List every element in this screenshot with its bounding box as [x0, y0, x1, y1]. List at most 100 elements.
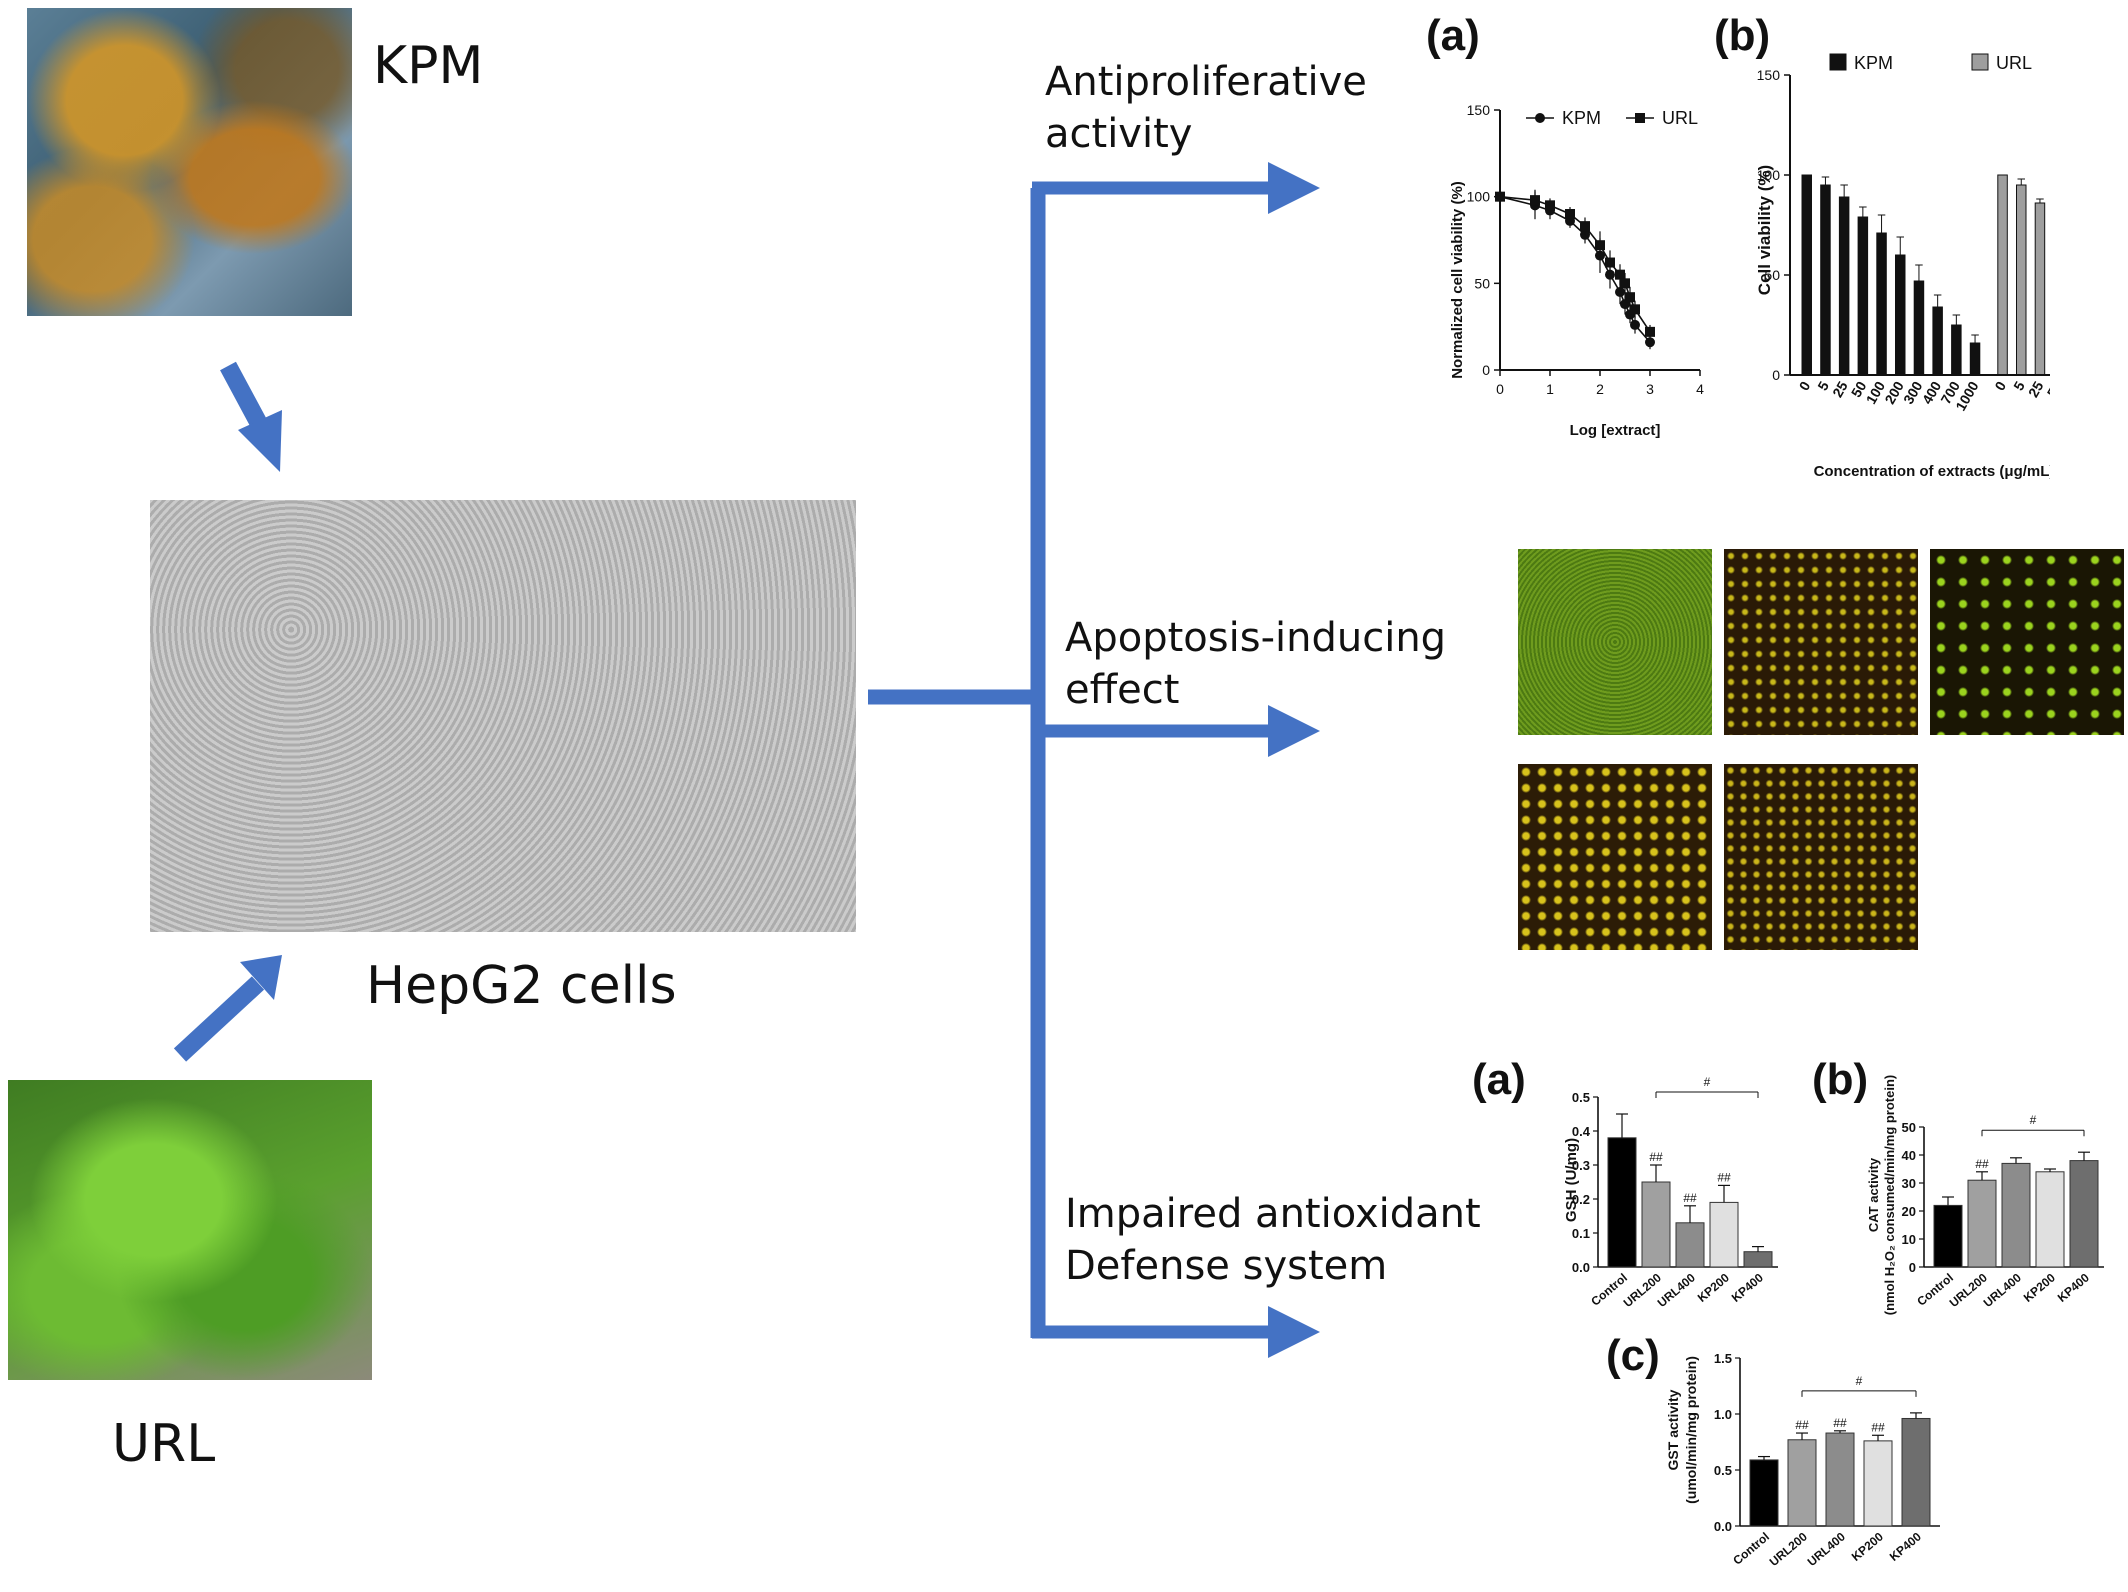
y-tick-label: 50 — [1902, 1120, 1916, 1135]
apoptosis-arrowhead — [1268, 705, 1320, 757]
fluorescence-image-1 — [1518, 549, 1712, 735]
y-axis-label: GSH (U/mg) — [1563, 1138, 1580, 1222]
y-tick-label: 0.1 — [1572, 1226, 1590, 1241]
legend-label: KPM — [1854, 53, 1893, 73]
url-to-hepg2-arrowhead — [240, 955, 282, 1000]
bar — [1607, 1137, 1637, 1268]
bar — [1820, 184, 1831, 376]
bar — [1901, 1417, 1931, 1527]
kpm-label: KPM — [373, 36, 484, 96]
data-point — [1615, 287, 1625, 297]
y-tick-label: 1.0 — [1714, 1407, 1732, 1422]
data-point — [1625, 292, 1635, 303]
significance-mark: ## — [1649, 1150, 1663, 1164]
x-tick-label: KP400 — [2055, 1270, 2092, 1305]
data-point — [1605, 257, 1615, 268]
x-tick-label: 0 — [1496, 381, 1504, 397]
significance-mark: ## — [1683, 1191, 1697, 1205]
x-tick-label: Control — [1730, 1530, 1772, 1568]
bar — [1675, 1222, 1705, 1268]
fluorescence-image-2 — [1724, 549, 1918, 735]
bar — [1997, 174, 2008, 376]
kpm-seaweed-photo — [27, 8, 352, 316]
bar — [1749, 1459, 1779, 1527]
significance-mark: ## — [1833, 1416, 1847, 1430]
x-tick-label: 50 — [2044, 378, 2050, 400]
bar — [2069, 1160, 2099, 1268]
x-tick-label: 0 — [1796, 378, 1814, 393]
x-tick-label: KP200 — [2021, 1270, 2058, 1305]
y-tick-label: 0 — [1772, 367, 1780, 383]
bar — [1857, 216, 1869, 376]
x-axis-label: Log [extract] — [1570, 422, 1661, 439]
y-tick-label: 150 — [1467, 102, 1491, 118]
x-tick-label: 25 — [2025, 378, 2047, 400]
y-axis-label-line-1: CAT activity — [1866, 1157, 1881, 1232]
panel-label: (a) — [1426, 11, 1480, 60]
significance-mark: ## — [1975, 1157, 1989, 1171]
bar — [1825, 1432, 1855, 1527]
antiproliferative-curve-chart: (a) Normalized cell viability (%) Log [e… — [1426, 11, 1704, 439]
legend-label: URL — [1662, 108, 1698, 128]
x-tick-label: 0 — [1991, 378, 2009, 393]
y-axis-label-line-2: (umol/min/mg protein) — [1683, 1356, 1699, 1504]
data-point — [1620, 278, 1630, 289]
x-tick-label: URL400 — [1981, 1270, 2024, 1310]
x-tick-label: 1 — [1546, 381, 1554, 397]
data-point — [1645, 337, 1655, 348]
bar — [1838, 196, 1850, 376]
bar — [2035, 1171, 2065, 1268]
bar — [1787, 1439, 1817, 1527]
data-point — [1530, 195, 1540, 206]
y-tick-label: 150 — [1757, 67, 1781, 83]
data-point — [1580, 221, 1590, 232]
panel-label: (b) — [1714, 11, 1770, 60]
bar — [1801, 174, 1812, 376]
y-axis-label: Cell viability (%) — [1755, 165, 1774, 295]
y-tick-label: 30 — [1902, 1176, 1916, 1191]
bar — [1709, 1201, 1739, 1268]
y-tick-label: 100 — [1757, 167, 1781, 183]
legend-swatch — [1971, 53, 1989, 71]
bar — [1641, 1181, 1671, 1268]
antioxidant-label-line-1: Impaired antioxidant — [1065, 1191, 1481, 1237]
data-point — [1615, 269, 1625, 280]
y-axis-label-line-1: GST activity — [1665, 1389, 1681, 1470]
significance-mark: ## — [1717, 1170, 1731, 1184]
antiproliferative-label-line-2: activity — [1045, 111, 1193, 157]
y-tick-label: 0.2 — [1572, 1192, 1590, 1207]
bar — [1932, 306, 1943, 376]
significance-mark: ## — [1871, 1420, 1885, 1434]
fluorescence-image-5 — [1724, 764, 1918, 950]
x-tick-label: 25 — [1829, 378, 1851, 400]
url-to-hepg2-arrow — [173, 976, 265, 1062]
bar — [2001, 1162, 2031, 1268]
bracket-mark: # — [1704, 1075, 1711, 1089]
significance-mark: ## — [1795, 1418, 1809, 1432]
x-tick-label: KP200 — [1849, 1529, 1886, 1564]
y-tick-label: 1.5 — [1714, 1351, 1732, 1366]
y-tick-label: 0.4 — [1572, 1124, 1591, 1139]
x-tick-label: 2 — [1596, 381, 1604, 397]
y-tick-label: 0.5 — [1714, 1463, 1732, 1478]
y-tick-label: 20 — [1902, 1204, 1916, 1219]
x-tick-label: 50 — [1848, 378, 1870, 400]
bar — [1951, 324, 1962, 376]
x-tick-label: URL400 — [1805, 1529, 1848, 1569]
y-tick-label: 100 — [1467, 189, 1491, 205]
data-point — [1630, 319, 1640, 330]
y-tick-label: 0.5 — [1572, 1090, 1590, 1105]
cell-viability-bar-chart: (b) Cell viability (%) Concentration of … — [1714, 11, 2050, 480]
antioxidant-arrowhead — [1268, 1306, 1320, 1358]
y-tick-label: 0.3 — [1572, 1158, 1590, 1173]
legend-label: URL — [1996, 53, 2032, 73]
bar — [1967, 1179, 1997, 1268]
antiproliferative-label: Antiproliferative activity — [1045, 56, 1367, 160]
hepg2-micrograph — [150, 500, 856, 932]
x-tick-label: 3 — [1646, 381, 1654, 397]
legend-swatch — [1829, 53, 1847, 71]
data-point — [1595, 240, 1605, 251]
antiproliferative-label-line-1: Antiproliferative — [1045, 59, 1367, 105]
url-label: URL — [112, 1414, 216, 1474]
bar — [1969, 342, 1981, 376]
